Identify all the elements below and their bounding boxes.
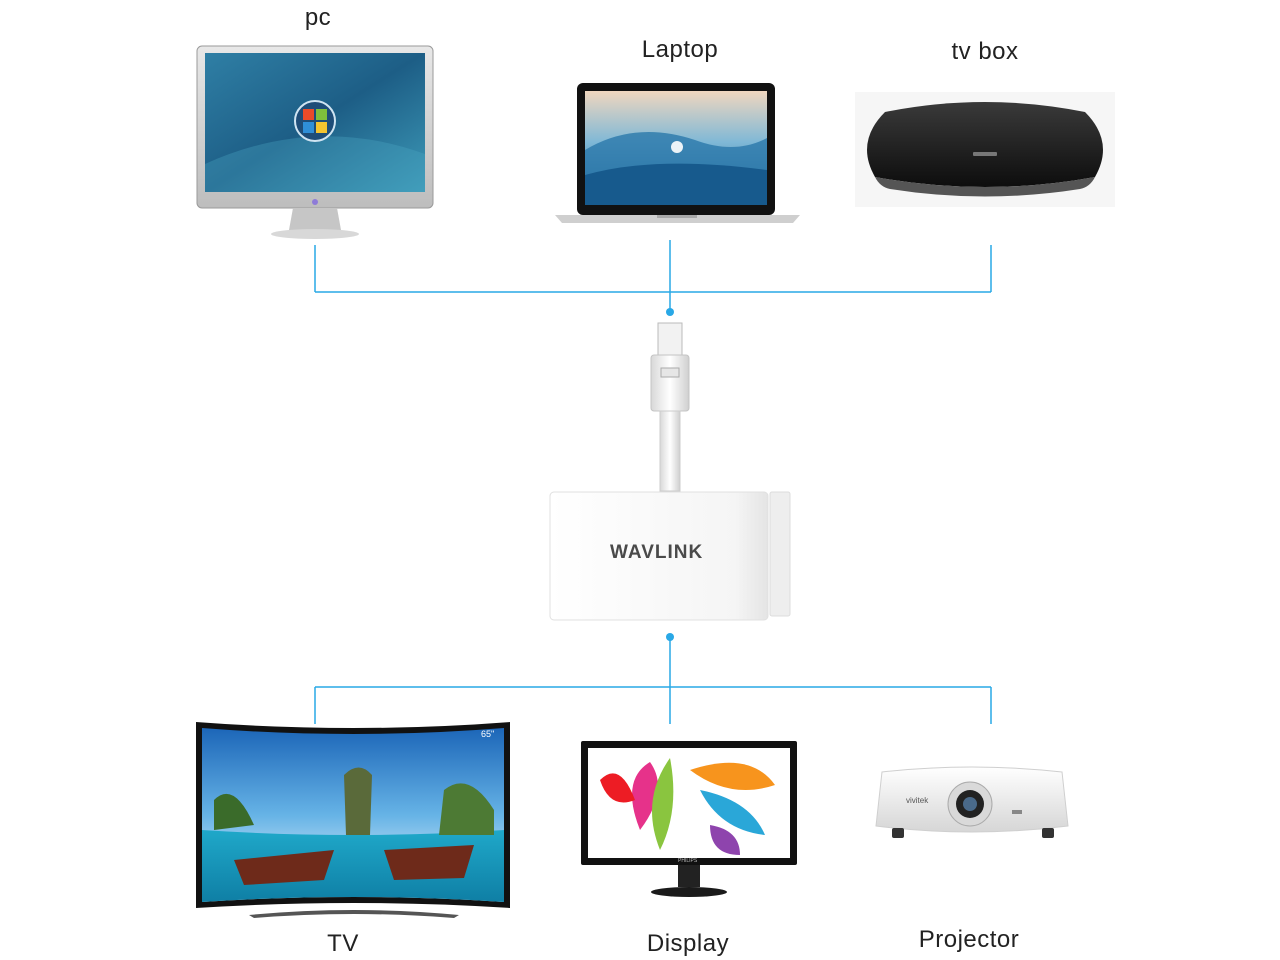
adapter-body — [549, 491, 791, 621]
projector-icon — [875, 766, 1069, 838]
projector-label: Projector — [918, 926, 1020, 953]
laptop-icon — [555, 83, 800, 223]
display-brand-label: PHILIPS — [678, 858, 698, 864]
tv-size-badge: 65" — [481, 729, 495, 739]
adapter-cable-icon — [650, 322, 690, 492]
projector-brand-label: vivitek — [906, 796, 929, 805]
display-monitor-icon — [581, 741, 797, 897]
junction-dot-bottom — [666, 633, 674, 641]
pc-monitor-icon — [196, 45, 434, 239]
tvbox-icon — [855, 92, 1115, 207]
tv-label: TV — [327, 930, 359, 957]
laptop-label: Laptop — [641, 36, 719, 63]
tv-icon — [196, 722, 510, 918]
adapter-brand-logo: WAVLINK — [610, 542, 704, 563]
junction-dot-top — [666, 308, 674, 316]
display-label: Display — [646, 930, 730, 957]
tvbox-label: tv box — [951, 38, 1019, 65]
pc-label: pc — [304, 4, 332, 31]
